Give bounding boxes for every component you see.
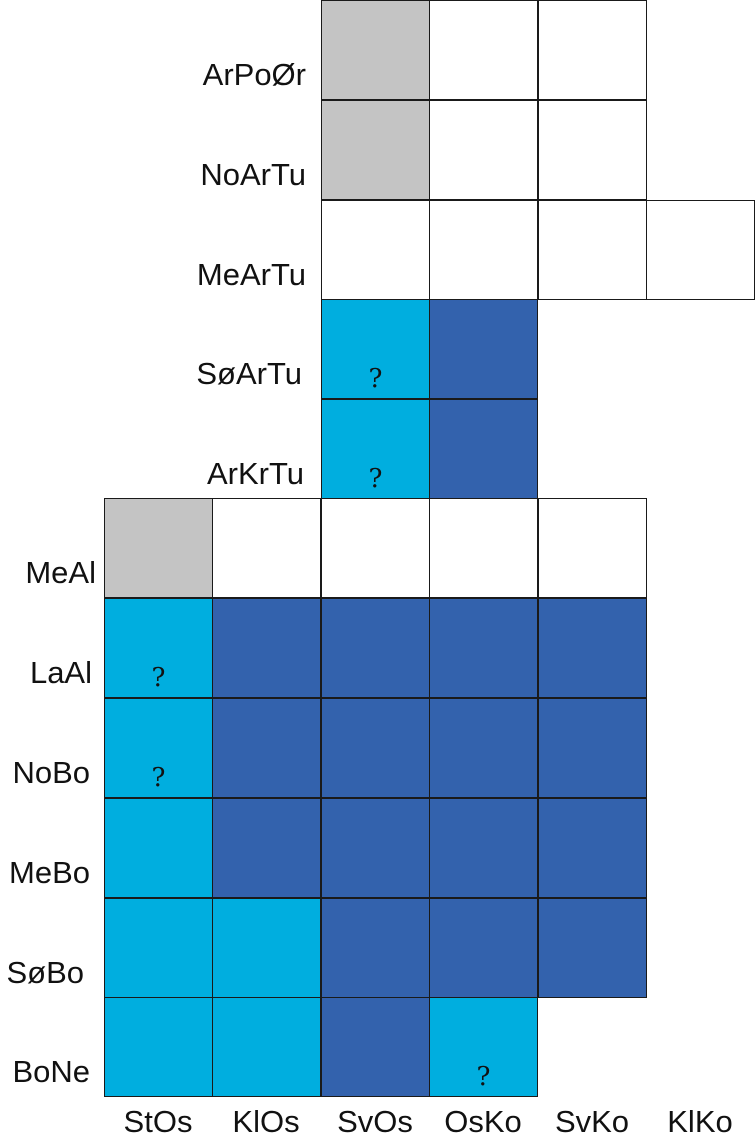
- matrix-cell: [429, 598, 538, 698]
- matrix-cell: [538, 498, 647, 598]
- column-label: KlOs: [232, 1104, 300, 1139]
- uncertain-mark: ?: [151, 663, 166, 693]
- matrix-cell: [321, 798, 430, 898]
- uncertain-mark: ?: [368, 464, 383, 494]
- matrix-cell: [429, 200, 538, 300]
- matrix-cell: ?: [104, 598, 213, 698]
- uncertain-mark: ?: [151, 763, 166, 793]
- matrix-cell: ?: [321, 399, 430, 499]
- matrix-cell: [429, 898, 538, 998]
- row-label: SøBo: [6, 955, 84, 990]
- matrix-cell: [321, 898, 430, 998]
- matrix-cell: [429, 498, 538, 598]
- matrix-cell: [212, 898, 321, 998]
- matrix-cell: [212, 997, 321, 1097]
- matrix-cell: [321, 200, 430, 300]
- matrix-cell: [321, 498, 430, 598]
- matrix-cell: [104, 997, 213, 1097]
- matrix-cell: [429, 698, 538, 798]
- matrix-cell: [429, 299, 538, 399]
- row-label: LaAl: [29, 655, 92, 690]
- column-label: OsKo: [444, 1104, 522, 1139]
- uncertain-mark: ?: [476, 1062, 491, 1092]
- row-label: NoArTu: [200, 157, 306, 192]
- row-label: ArPoØr: [202, 57, 306, 92]
- row-label: SøArTu: [196, 356, 302, 391]
- matrix-cell: [538, 598, 647, 698]
- matrix-cell: [429, 798, 538, 898]
- row-label: NoBo: [12, 755, 90, 790]
- matrix-cell: [104, 498, 213, 598]
- matrix-cell: [321, 698, 430, 798]
- matrix-cell: ?: [429, 997, 538, 1097]
- matrix-cell: [538, 100, 647, 200]
- matrix-cell: [646, 200, 755, 300]
- matrix-cell: ?: [321, 299, 430, 399]
- matrix-cell: [429, 100, 538, 200]
- matrix-cell: [104, 798, 213, 898]
- column-label: SvOs: [337, 1104, 413, 1139]
- matrix-cell: [538, 0, 647, 100]
- matrix-cell: [321, 598, 430, 698]
- matrix-cell: [321, 0, 430, 100]
- row-label: ArKrTu: [206, 456, 304, 491]
- column-label: StOs: [123, 1104, 193, 1139]
- row-label: BoNe: [12, 1054, 90, 1089]
- matrix-cell: [321, 997, 430, 1097]
- row-label: MeAl: [25, 555, 96, 590]
- matrix-cell: [212, 598, 321, 698]
- column-label: KlKo: [667, 1104, 733, 1139]
- row-label: MeBo: [9, 855, 90, 890]
- matrix-cell: [538, 798, 647, 898]
- matrix-cell: [538, 698, 647, 798]
- matrix-cell: [538, 898, 647, 998]
- matrix-cell: [321, 100, 430, 200]
- matrix-cell: [538, 200, 647, 300]
- matrix-cell: [212, 498, 321, 598]
- matrix-cell: [429, 0, 538, 100]
- matrix-cell: [429, 399, 538, 499]
- matrix-cell: ?: [104, 698, 213, 798]
- matrix-cell: [212, 698, 321, 798]
- column-label: SvKo: [554, 1104, 630, 1139]
- uncertain-mark: ?: [368, 364, 383, 394]
- matrix-cell: [212, 798, 321, 898]
- matrix-cell: [104, 898, 213, 998]
- row-label: MeArTu: [196, 257, 306, 292]
